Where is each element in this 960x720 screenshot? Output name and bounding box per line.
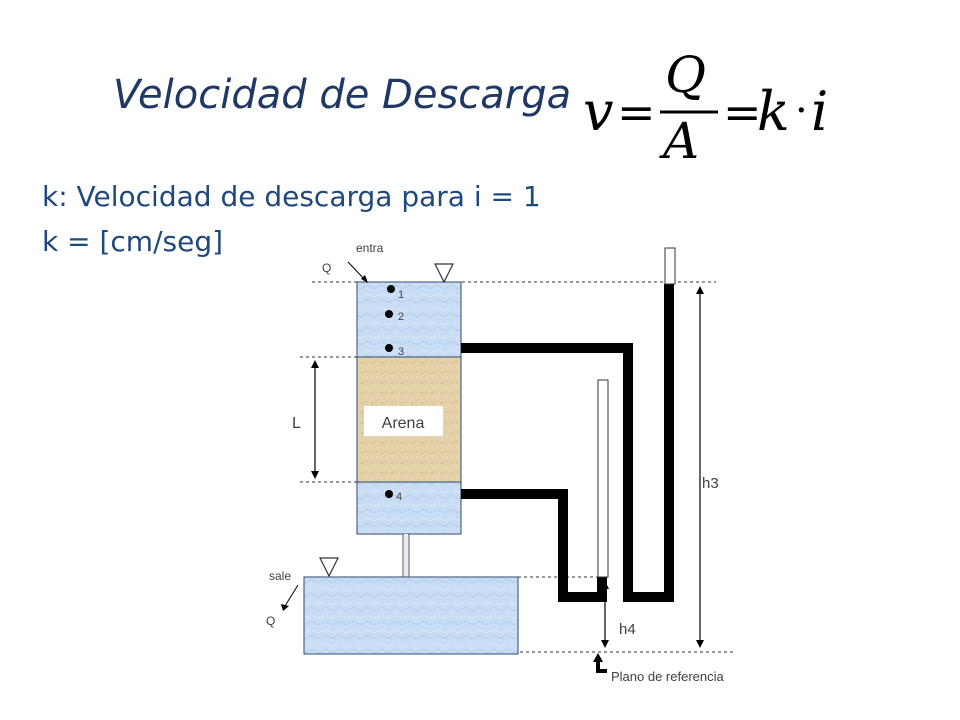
definition-text: k: Velocidad de descarga para i = 1 [42, 180, 541, 213]
point-1-label: 1 [398, 289, 404, 301]
darcy-formula: v = Q A = k · i [583, 46, 828, 170]
outlet-arrow [281, 604, 289, 611]
outlet-tank [303, 576, 519, 655]
units-text: k = [cm/seg] [42, 225, 224, 258]
slide-title: Velocidad de Descarga [113, 72, 572, 118]
h3-label: h3 [702, 475, 719, 492]
inlet-flow-label: Q [322, 261, 331, 275]
point-2-label: 2 [398, 311, 404, 323]
piezometer-pipe-h3 [461, 284, 674, 602]
point-2 [385, 310, 393, 318]
formula-eq2: = [723, 85, 762, 139]
formula-i: i [811, 80, 828, 143]
piezometer-tube-h3 [664, 247, 676, 285]
formula-denominator: A [659, 112, 699, 170]
inlet-label: entra [356, 241, 384, 255]
formula-eq1: = [617, 85, 656, 139]
arena-label: Arena [382, 415, 425, 432]
reference-plane-label: Plano de referencia [611, 669, 725, 684]
piezometer-pipe-h4 [461, 489, 607, 602]
lower-water [356, 481, 462, 535]
formula-k: k [757, 80, 790, 143]
measurement-points [385, 285, 395, 498]
drain-pipe [404, 534, 408, 587]
point-4 [385, 490, 393, 498]
inlet-arrow [361, 275, 368, 283]
upper-water [356, 281, 462, 358]
arena-label-box [364, 406, 443, 436]
reference-arrow [596, 660, 607, 673]
water-level-marker-bottom [319, 557, 339, 578]
formula-numerator: Q [665, 46, 706, 104]
formula-dot: · [795, 88, 808, 134]
piezometer-tube-h4 [597, 379, 609, 578]
point-4-label: 4 [396, 491, 402, 503]
h4-label: h4 [619, 621, 636, 638]
point-1 [387, 285, 395, 293]
outlet-flow-label: Q [266, 614, 275, 628]
outlet-label: sale [269, 569, 291, 583]
point-3 [385, 344, 393, 352]
length-label: L [292, 415, 301, 432]
point-3-label: 3 [398, 346, 404, 358]
formula-v: v [583, 80, 614, 143]
water-level-marker-top [434, 263, 454, 284]
